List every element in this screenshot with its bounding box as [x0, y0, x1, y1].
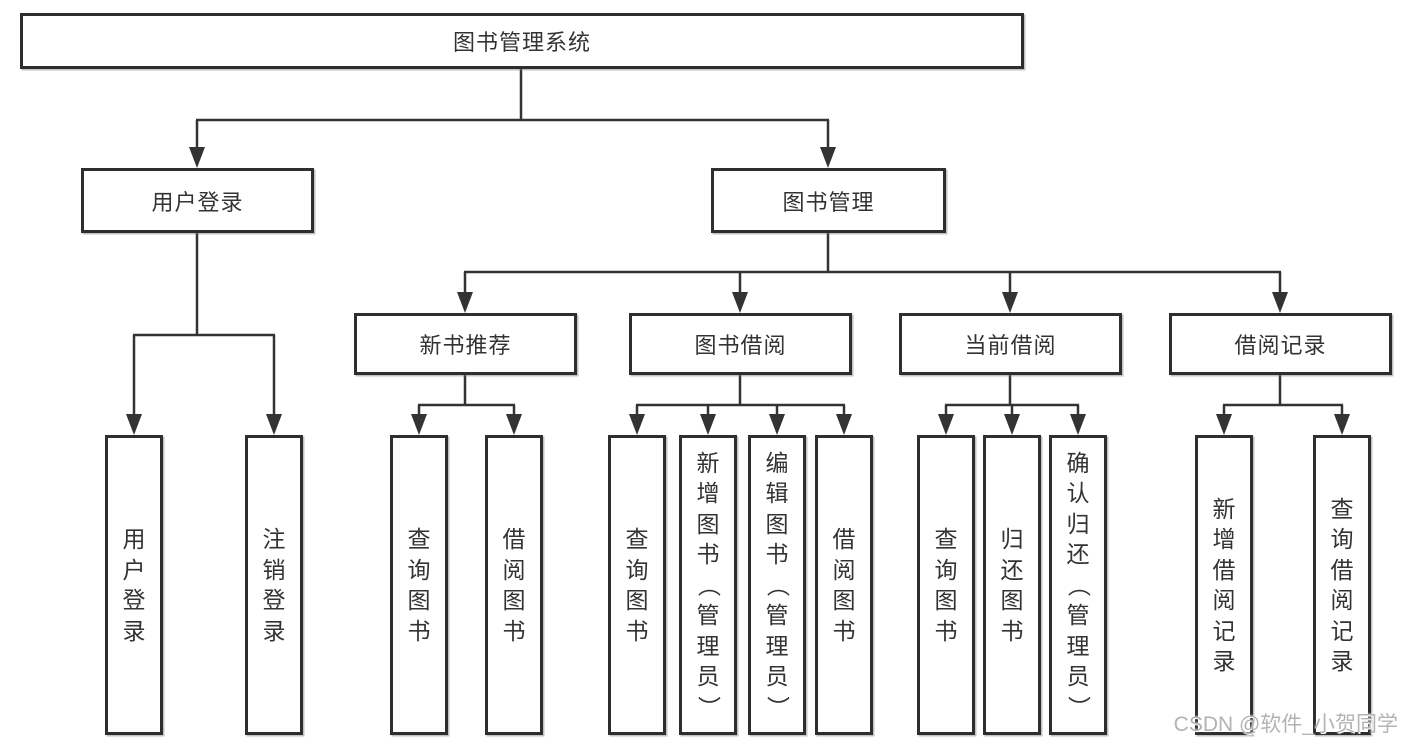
- leaf-user-login: 用户登录: [105, 435, 163, 735]
- leaf-query-book-3: 查询图书: [917, 435, 975, 735]
- leaf-confirm-return-admin-label: 确认归还（管理员）: [1065, 449, 1092, 719]
- leaf-borrow-book-2: 借阅图书: [815, 435, 873, 735]
- leaf-query-book-3-label: 查询图书: [934, 526, 958, 644]
- node-root-label: 图书管理系统: [452, 30, 591, 55]
- leaf-add-book-admin: 新增图书（管理员）: [679, 435, 737, 735]
- leaf-query-borrow-record: 查询借阅记录: [1313, 435, 1371, 735]
- leaf-query-book-1: 查询图书: [390, 435, 448, 735]
- leaf-confirm-return-admin: 确认归还（管理员）: [1049, 435, 1107, 735]
- node-book-borrow: 图书借阅: [629, 313, 852, 375]
- leaf-user-login-label: 用户登录: [122, 526, 146, 644]
- leaf-logout: 注销登录: [245, 435, 303, 735]
- node-user-login-label: 用户登录: [151, 189, 244, 215]
- node-current-borrow-label: 当前借阅: [964, 333, 1057, 358]
- node-book-borrow-label: 图书借阅: [694, 333, 787, 358]
- node-new-book-recommend: 新书推荐: [354, 313, 577, 375]
- leaf-query-book-1-label: 查询图书: [407, 526, 431, 644]
- node-current-borrow: 当前借阅: [899, 313, 1122, 375]
- leaf-edit-book-admin-label: 编辑图书（管理员）: [764, 449, 791, 719]
- leaf-add-borrow-record-label: 新增借阅记录: [1212, 495, 1236, 675]
- leaf-query-book-2: 查询图书: [608, 435, 666, 735]
- node-book-management-branch: 图书管理: [711, 168, 946, 233]
- leaf-return-book-label: 归还图书: [1000, 526, 1024, 644]
- leaf-borrow-book-1-label: 借阅图书: [502, 526, 526, 644]
- node-book-management-label: 图书管理: [782, 189, 875, 215]
- leaf-borrow-book-1: 借阅图书: [485, 435, 543, 735]
- leaf-return-book: 归还图书: [983, 435, 1041, 735]
- node-root-system: 图书管理系统: [20, 13, 1024, 69]
- leaf-edit-book-admin: 编辑图书（管理员）: [748, 435, 806, 735]
- node-new-book-recommend-label: 新书推荐: [419, 333, 512, 358]
- node-user-login-branch: 用户登录: [81, 168, 314, 233]
- leaf-add-book-admin-label: 新增图书（管理员）: [695, 449, 722, 719]
- leaf-add-borrow-record: 新增借阅记录: [1195, 435, 1253, 735]
- leaf-query-book-2-label: 查询图书: [625, 526, 649, 644]
- leaf-logout-label: 注销登录: [262, 526, 286, 644]
- leaf-borrow-book-2-label: 借阅图书: [832, 526, 856, 644]
- csdn-watermark: CSDN @软件_小贺同学: [1173, 713, 1398, 736]
- leaf-query-borrow-record-label: 查询借阅记录: [1330, 495, 1354, 675]
- node-borrow-record-label: 借阅记录: [1234, 333, 1327, 358]
- node-borrow-record: 借阅记录: [1169, 313, 1392, 375]
